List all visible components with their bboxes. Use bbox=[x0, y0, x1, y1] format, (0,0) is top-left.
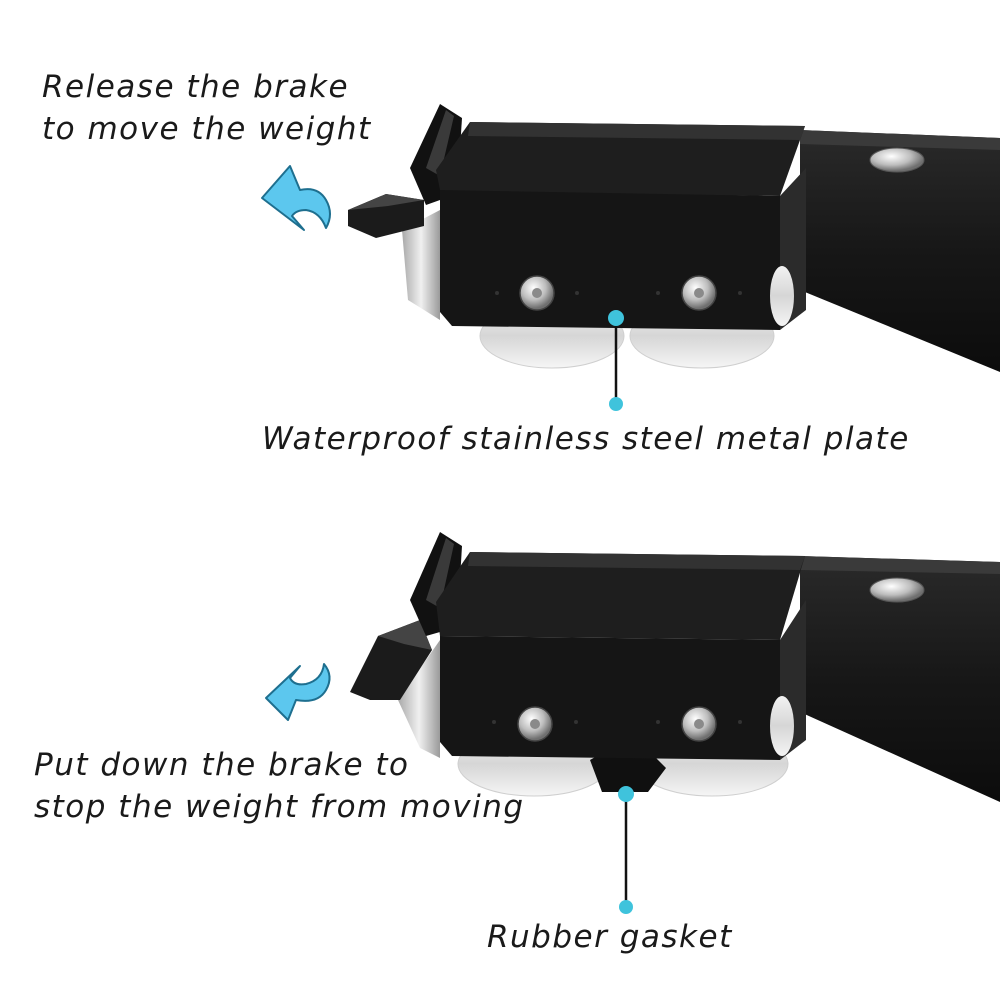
rubber-gasket-pad bbox=[590, 752, 666, 792]
top-arm-rivet bbox=[869, 147, 925, 173]
top-arm bbox=[800, 130, 1000, 372]
bottom-housing-top bbox=[436, 552, 805, 640]
put-down-brake-line-1: Put down the brake to bbox=[34, 747, 410, 783]
bottom-housing-front bbox=[440, 636, 780, 760]
metal-plate-caption: Waterproof stainless steel metal plate bbox=[262, 421, 910, 457]
bottom-gasket-pointer bbox=[618, 786, 634, 914]
top-steel-plate bbox=[402, 210, 440, 320]
top-housing-front bbox=[440, 188, 780, 330]
put-down-brake-caption: Put down the brake to stop the weight fr… bbox=[34, 744, 525, 828]
top-plate-pointer bbox=[608, 310, 624, 411]
curved-arrow-up-icon bbox=[261, 165, 331, 231]
bottom-steel-plate bbox=[398, 640, 440, 758]
top-housing-top bbox=[436, 122, 805, 196]
release-brake-caption: Release the brake to move the weight bbox=[42, 66, 372, 150]
release-brake-line-2: to move the weight bbox=[42, 111, 372, 147]
curved-arrow-down-icon bbox=[265, 663, 331, 721]
put-down-brake-line-2: stop the weight from moving bbox=[34, 789, 525, 825]
bottom-caster-unit bbox=[350, 532, 1000, 802]
top-caster-unit bbox=[348, 104, 1000, 372]
release-brake-line-1: Release the brake bbox=[42, 69, 350, 105]
bottom-arm-rivet bbox=[869, 577, 925, 603]
rubber-gasket-caption: Rubber gasket bbox=[487, 919, 733, 955]
bottom-arm bbox=[800, 556, 1000, 802]
